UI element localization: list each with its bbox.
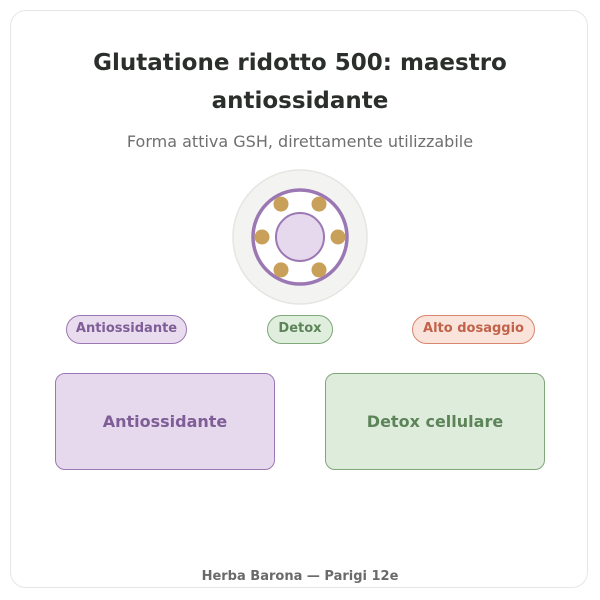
tag-antioxidant: Antiossidante (66, 315, 187, 344)
feature-box-cellular-detox: Detox cellulare (325, 373, 545, 470)
emblem-dot (254, 229, 270, 245)
footer-address: Herba Barona — Parigi 12e (201, 569, 399, 584)
tag-detox: Detox (267, 315, 333, 344)
emblem-dot (330, 229, 346, 245)
page-title: Glutatione ridotto 500: maestro antiossi… (93, 50, 507, 114)
emblem-dot (273, 196, 289, 212)
page-subtitle: Forma attiva GSH, direttamente utilizzab… (126, 132, 474, 151)
emblem-dots (254, 196, 346, 278)
feature-box-label: Antiossidante (102, 412, 228, 431)
tag-high-dosage: Alto dosaggio (412, 315, 535, 344)
emblem-dot (311, 262, 327, 278)
feature-box-label: Detox cellulare (366, 412, 504, 431)
molecule-ring-icon (232, 169, 368, 305)
emblem-core (275, 212, 325, 262)
emblem-dot (311, 196, 327, 212)
feature-box-antioxidant: Antiossidante (55, 373, 275, 470)
emblem-dot (273, 262, 289, 278)
